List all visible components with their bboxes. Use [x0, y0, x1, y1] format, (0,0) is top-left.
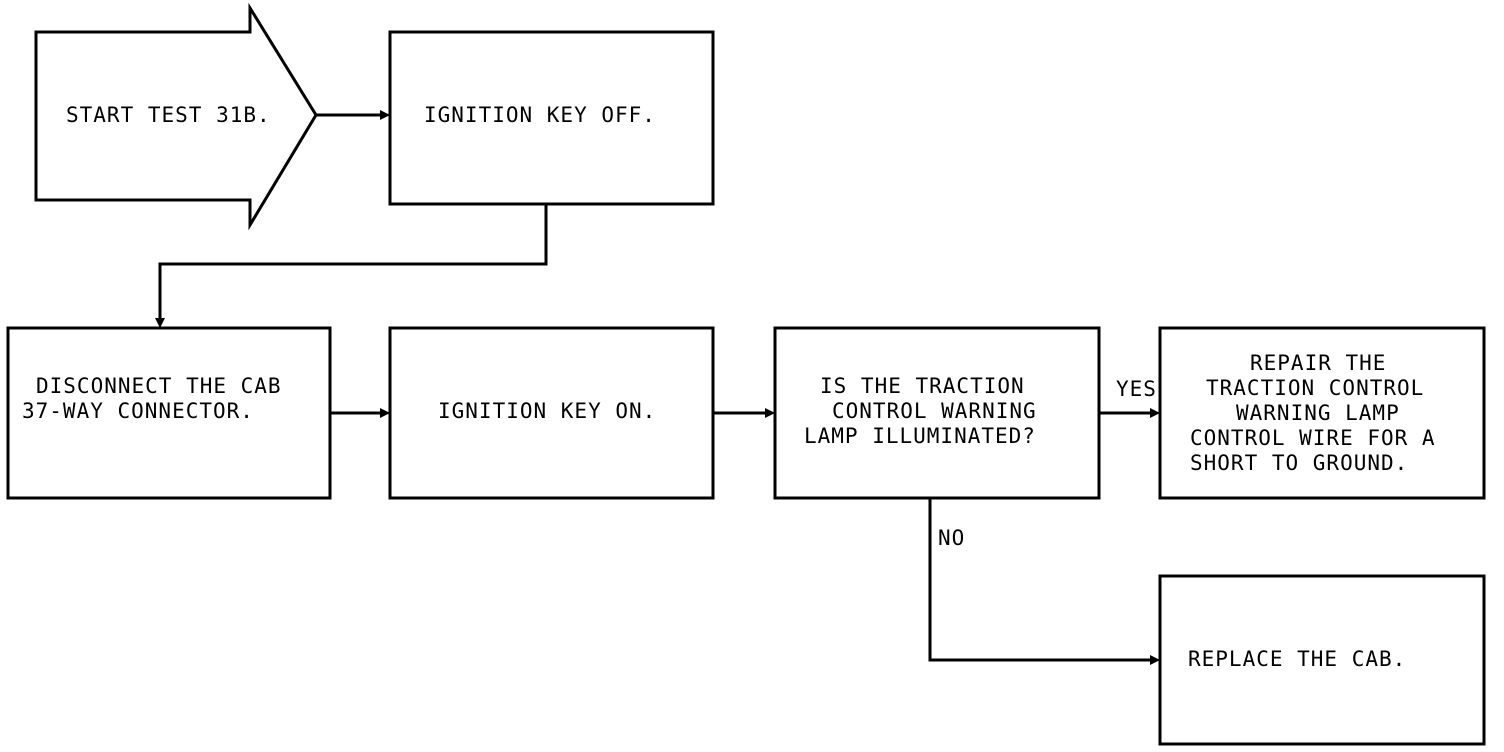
step-repair-line-3: WARNING LAMP	[1236, 401, 1400, 425]
step-repair-line-5: SHORT TO GROUND.	[1190, 451, 1408, 475]
branch-label-no: NO	[938, 526, 965, 550]
step-repair-wire: REPAIR THE TRACTION CONTROL WARNING LAMP…	[1158, 326, 1486, 500]
decision-line-1: IS THE TRACTION	[820, 374, 1025, 398]
step-ignition-key-off-box	[388, 30, 715, 206]
connector-disconnect-to-key-on	[330, 408, 390, 418]
decision-line-3: LAMP ILLUMINATED?	[804, 424, 1036, 448]
connector-yes-branch: YES	[1099, 377, 1160, 418]
connector-key-off-to-disconnect	[155, 204, 548, 328]
step-ignition-key-off: IGNITION KEY OFF.	[388, 30, 715, 206]
step-repair-line-1: REPAIR THE	[1250, 351, 1386, 375]
step-ignition-key-off-label: IGNITION KEY OFF.	[424, 103, 656, 127]
step-disconnect-line-2: 37-WAY CONNECTOR.	[22, 399, 254, 423]
step-replace-cab-label: REPLACE THE CAB.	[1188, 647, 1406, 671]
step-disconnect-connector: DISCONNECT THE CAB 37-WAY CONNECTOR.	[6, 326, 332, 500]
step-disconnect-connector-box	[6, 326, 332, 500]
start-arrow-shape	[34, 2, 318, 231]
step-ignition-key-on: IGNITION KEY ON.	[388, 326, 715, 500]
step-replace-cab: REPLACE THE CAB.	[1158, 574, 1486, 746]
arrowhead	[155, 318, 165, 328]
step-repair-line-4: CONTROL WIRE FOR A	[1190, 426, 1436, 450]
arrowhead	[1150, 408, 1160, 418]
step-ignition-key-on-box	[388, 326, 715, 500]
step-ignition-key-on-label: IGNITION KEY ON.	[438, 399, 656, 423]
step-replace-cab-box	[1158, 574, 1486, 746]
step-disconnect-line-1: DISCONNECT THE CAB	[36, 374, 282, 398]
arrowhead	[765, 408, 775, 418]
step-repair-line-2: TRACTION CONTROL	[1206, 376, 1424, 400]
decision-line-2: CONTROL WARNING	[832, 399, 1037, 423]
connector-no-branch: NO	[928, 498, 1160, 665]
arrowhead	[1150, 655, 1160, 665]
arrowhead	[380, 408, 390, 418]
decision-lamp-illuminated: IS THE TRACTION CONTROL WARNING LAMP ILL…	[773, 326, 1101, 500]
start-label: START TEST 31B.	[66, 103, 271, 127]
branch-label-yes: YES	[1116, 377, 1157, 401]
connector-key-on-to-decision	[713, 408, 775, 418]
start-node: START TEST 31B.	[34, 2, 318, 231]
connector-start-to-key-off	[316, 110, 390, 120]
decision-box	[773, 326, 1101, 500]
arrowhead	[380, 110, 390, 120]
